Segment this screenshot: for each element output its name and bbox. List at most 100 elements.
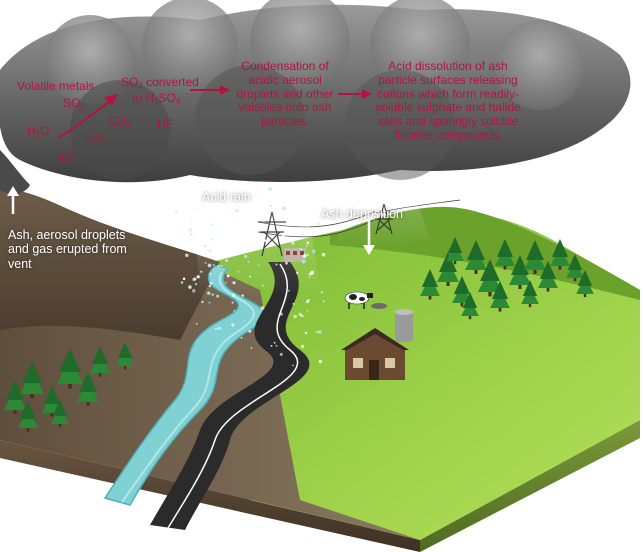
- ash-plume: [0, 0, 631, 194]
- rain-droplet: [308, 276, 310, 278]
- co2-label: CO2: [108, 114, 131, 129]
- rain-droplet: [302, 254, 307, 258]
- tree-icon: [524, 240, 546, 274]
- rain-droplet: [186, 202, 190, 205]
- rain-droplet: [193, 277, 197, 281]
- arrow-down-icon: [363, 178, 375, 255]
- tree-icon: [566, 254, 584, 282]
- rain-droplet: [257, 264, 260, 267]
- road-centre-line: [167, 263, 299, 529]
- rain-droplet: [208, 285, 211, 288]
- river-highlight: [121, 271, 255, 503]
- tree-icon: [550, 239, 570, 270]
- rain-droplet: [253, 234, 256, 236]
- block-side-front: [0, 440, 420, 552]
- rain-droplet: [318, 359, 322, 364]
- rain-droplet: [287, 193, 291, 197]
- trees: [4, 237, 594, 432]
- rain-droplet: [296, 271, 299, 274]
- rain-droplet: [262, 219, 265, 223]
- rain-droplet: [321, 252, 326, 257]
- vent-annotation: Ash, aerosol droplets and gas erupted fr…: [8, 228, 127, 271]
- tree-icon: [538, 261, 558, 292]
- rain-droplet: [225, 281, 227, 284]
- rain-droplet: [200, 270, 203, 273]
- rain-droplet: [244, 254, 248, 258]
- rain-droplet: [252, 194, 255, 196]
- rain-droplet: [178, 234, 181, 237]
- rain-droplet: [270, 345, 273, 347]
- rain-droplet: [287, 289, 290, 292]
- curved-arrow-icon: [57, 99, 113, 139]
- rain-droplet: [226, 274, 230, 278]
- volcano-slope: [0, 189, 220, 340]
- rain-droplet: [207, 291, 211, 295]
- rain-droplet: [185, 253, 189, 257]
- tree-icon: [4, 380, 26, 414]
- rain-droplet: [219, 194, 223, 198]
- tree-icon: [452, 276, 472, 307]
- rain-droplet: [281, 206, 286, 211]
- rain-droplet: [306, 253, 309, 257]
- rain-droplet: [315, 217, 320, 221]
- rain-droplet: [299, 248, 303, 251]
- tree-icon: [90, 346, 110, 377]
- rain-droplet: [215, 213, 218, 216]
- tree-icon: [477, 259, 503, 297]
- rain-droplet: [240, 336, 243, 339]
- rain-droplet: [293, 314, 297, 319]
- rain-droplet: [214, 327, 218, 331]
- rain-droplet: [195, 233, 199, 237]
- rain-droplet: [201, 300, 204, 304]
- rain-droplet: [274, 208, 277, 211]
- tree-icon: [437, 252, 459, 286]
- tree-icon: [446, 237, 464, 265]
- hcl-label: HCl: [56, 152, 75, 164]
- rain-droplet: [211, 293, 214, 296]
- rain-droplet: [308, 272, 312, 276]
- rain-droplet: [247, 240, 249, 243]
- arrow-right-head: [220, 85, 230, 95]
- rain-droplet: [188, 228, 193, 232]
- rain-droplet: [217, 264, 220, 268]
- rain-droplet: [306, 300, 310, 304]
- rain-droplet: [237, 270, 240, 273]
- rain-droplet: [315, 330, 319, 334]
- rain-droplet: [311, 249, 316, 254]
- rain-droplet: [180, 281, 184, 284]
- acid-rain-label: Acid rain: [202, 190, 251, 204]
- so2-converted-label: SO2 converted: [121, 75, 199, 90]
- condensation-text: Condensation of acidic aerosol droplets …: [236, 59, 334, 129]
- rain-droplet: [188, 285, 192, 289]
- rain-droplet: [212, 263, 215, 266]
- rain-droplet: [214, 259, 217, 261]
- rain-droplet: [301, 260, 306, 264]
- curved-arrow-head: [104, 94, 118, 106]
- rain-droplet: [279, 312, 283, 316]
- tree-icon: [465, 240, 487, 274]
- tree-icon: [77, 372, 99, 406]
- rain-droplet: [305, 244, 308, 247]
- rain-droplet: [318, 330, 322, 334]
- rain-droplet: [174, 209, 178, 213]
- rain-droplet: [220, 265, 223, 267]
- rain-droplet: [300, 344, 305, 349]
- rain-droplet: [209, 281, 213, 285]
- rain-droplet: [227, 193, 230, 196]
- rain-droplet: [232, 281, 236, 285]
- rain-droplet: [203, 244, 207, 248]
- house-icon: [341, 309, 413, 380]
- rain-droplet: [271, 188, 275, 193]
- rain-droplet: [194, 282, 198, 286]
- rain-droplet: [250, 347, 253, 349]
- rain-droplet: [182, 193, 185, 196]
- rain-droplet: [260, 306, 265, 310]
- rain-droplet: [312, 186, 315, 189]
- rain-droplet: [304, 331, 308, 335]
- rain-droplet: [204, 262, 207, 264]
- tree-icon: [576, 270, 594, 298]
- rain-droplet: [217, 326, 221, 330]
- tree-icon: [420, 269, 440, 300]
- arrow-up-icon: [7, 186, 19, 214]
- rain-droplet: [235, 209, 239, 213]
